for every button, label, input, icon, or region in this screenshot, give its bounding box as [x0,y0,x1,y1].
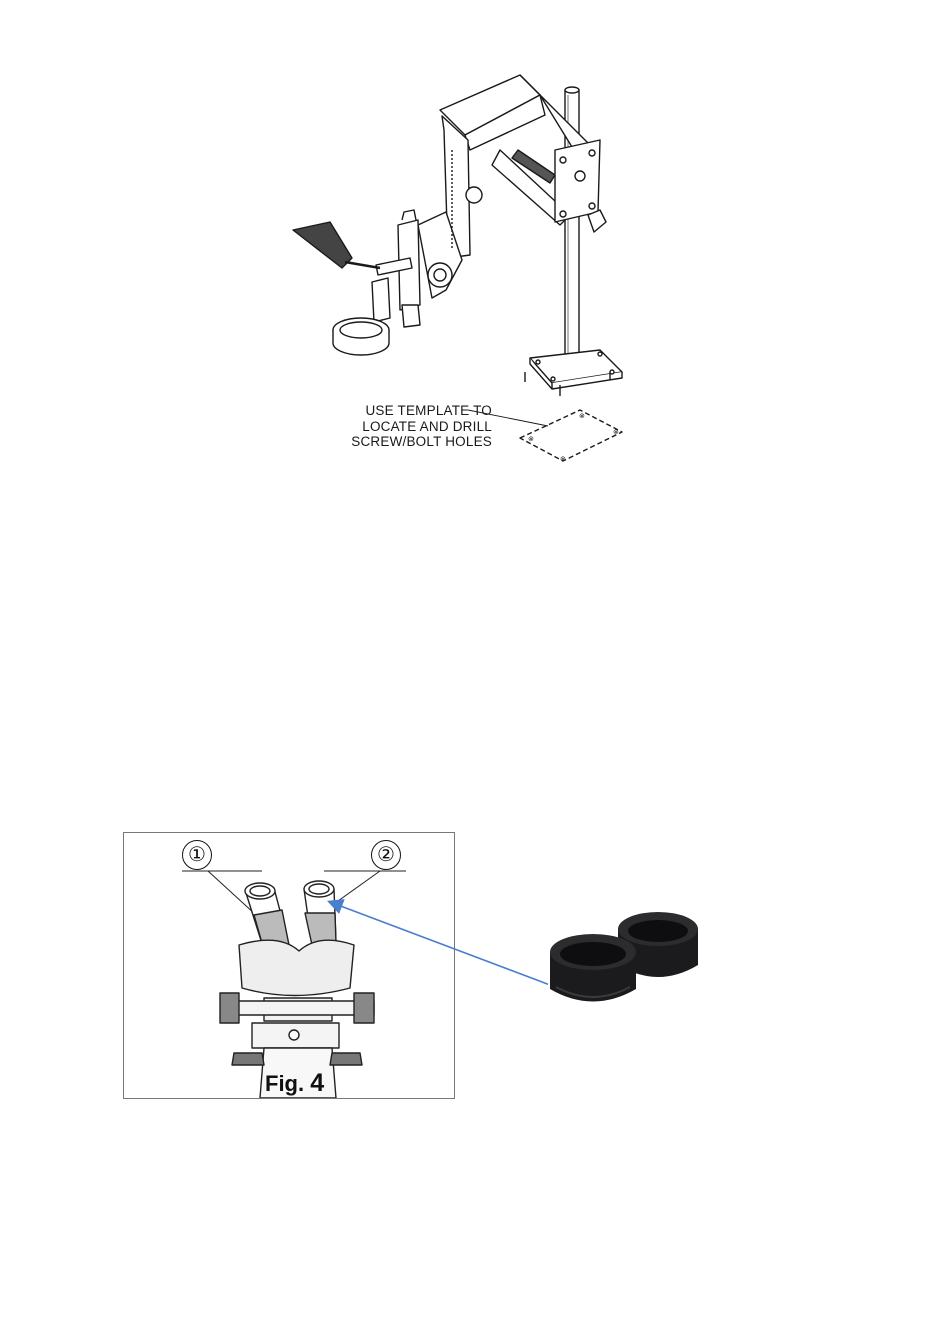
callout-2: ② [371,840,401,870]
svg-text:⊗: ⊗ [613,429,619,436]
template-note-line-3: SCREW/BOLT HOLES [302,434,492,450]
fig4-caption: Fig. 4 [265,1069,324,1098]
svg-text:⊗: ⊗ [579,413,585,420]
svg-text:⊗: ⊗ [528,436,534,443]
svg-text:⊗: ⊗ [560,456,566,463]
template-note-line-1: USE TEMPLATE TO [302,403,492,419]
eyecup-photo [548,907,703,1015]
callout-1: ① [182,840,212,870]
pointer-arrow [320,890,560,1000]
template-note-line-2: LOCATE AND DRILL [302,419,492,435]
template-note: USE TEMPLATE TO LOCATE AND DRILL SCREW/B… [302,403,492,450]
fig4-caption-number: 4 [310,1069,324,1097]
fig4-caption-prefix: Fig. [265,1071,304,1096]
